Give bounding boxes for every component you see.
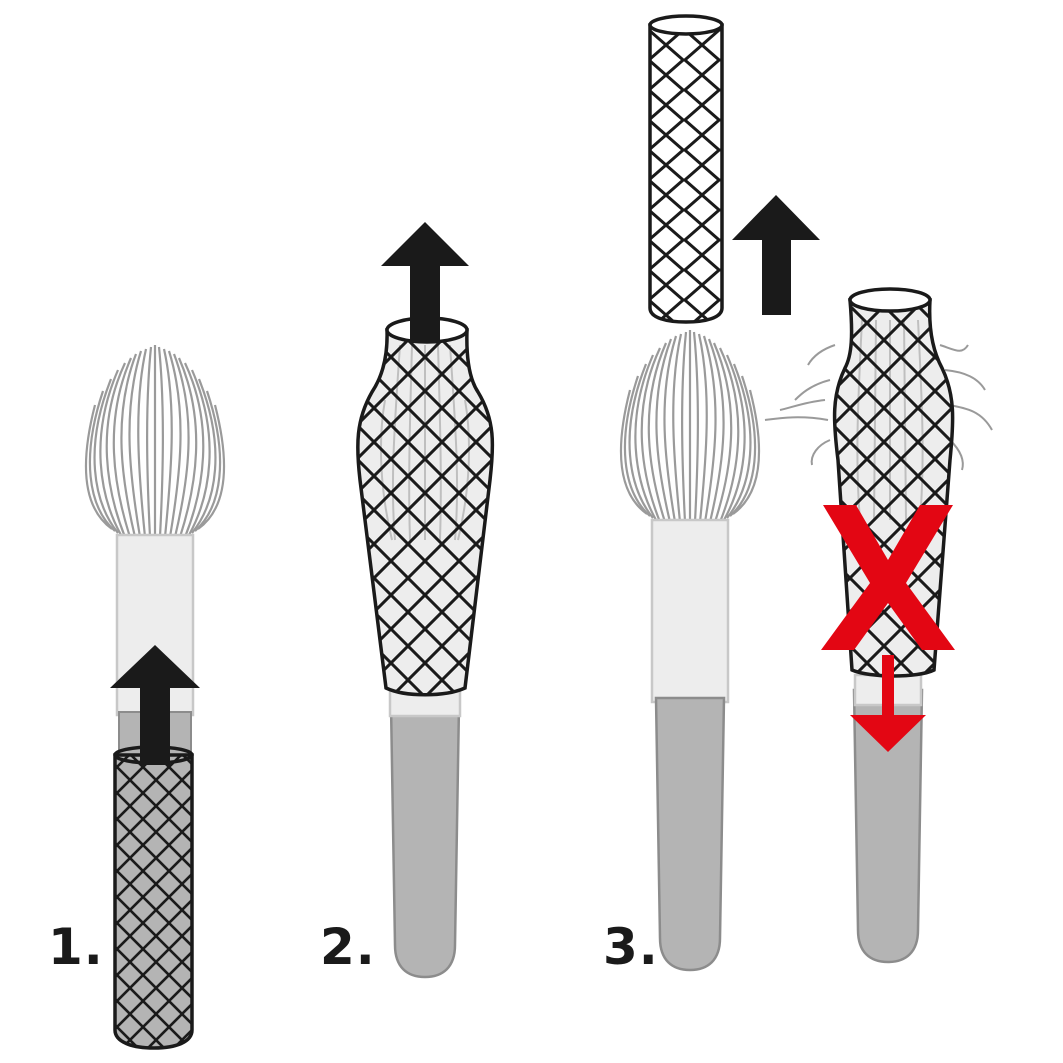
step-3-bristles (616, 328, 764, 524)
step-1-net-sleeve (113, 745, 194, 1050)
up-arrow-icon (732, 195, 820, 315)
up-arrow-icon (110, 645, 200, 765)
step-2-net-sleeve (356, 316, 495, 697)
cross-mark-icon (821, 505, 955, 650)
step-3-handle (654, 696, 726, 972)
step-3-loose-net-tube (648, 14, 724, 324)
step-2-label: 2. (320, 918, 376, 976)
step-1-bristles (81, 343, 229, 539)
step-3-clean-brush (616, 328, 764, 972)
step-3-label: 3. (603, 918, 659, 976)
step-1-label: 1. (48, 918, 104, 976)
down-arrow-icon (850, 655, 926, 752)
step-2-brush (388, 688, 462, 979)
up-arrow-icon (381, 222, 469, 342)
step-3-ferrule (650, 518, 730, 704)
step-2-handle (389, 703, 461, 979)
step-3-wrong-removal-brush (764, 287, 993, 964)
